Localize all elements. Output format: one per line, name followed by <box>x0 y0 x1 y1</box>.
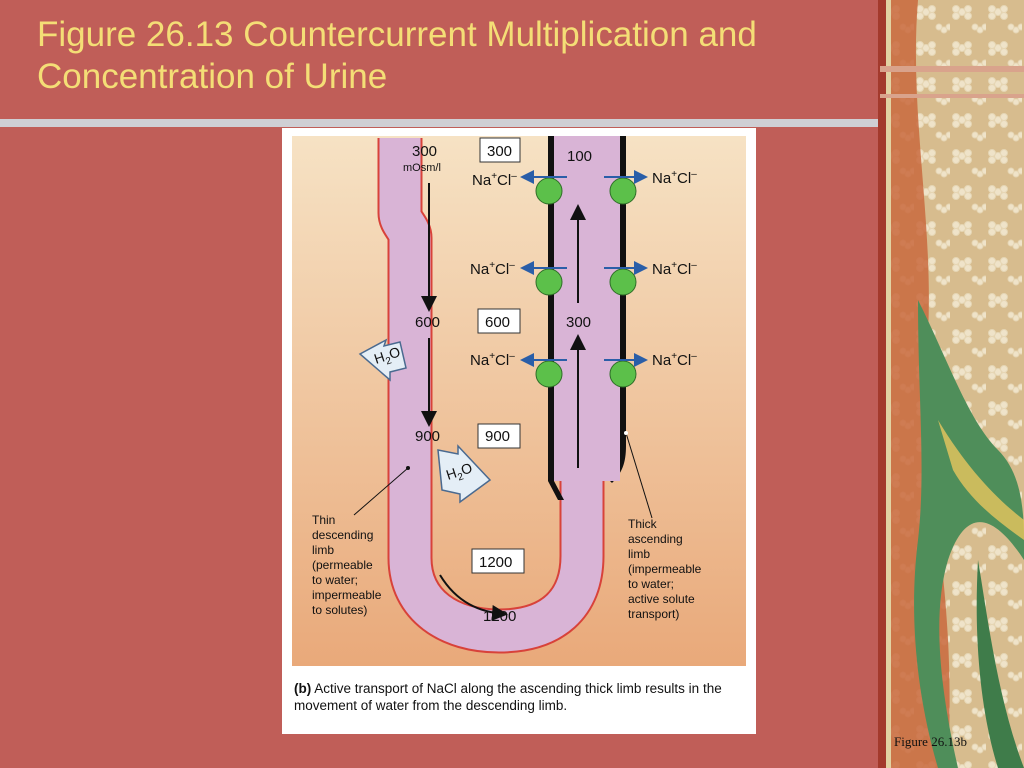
na-text: Na <box>472 172 492 189</box>
na-charge: + <box>671 351 677 362</box>
cl-text: Cl <box>495 261 509 278</box>
nacl-label: Na+Cl– <box>652 351 697 369</box>
na-charge: + <box>489 351 495 362</box>
water-sub: 2 <box>384 355 393 367</box>
nacl-pump <box>535 360 563 388</box>
water-o: O <box>459 459 474 478</box>
cl-text: Cl <box>677 352 691 369</box>
title-divider <box>0 119 1024 127</box>
value-asc-top: 100 <box>567 148 592 165</box>
box-bottom-frame <box>471 548 525 574</box>
value-asc-mid: 300 <box>566 314 591 331</box>
leader-dot <box>406 466 410 470</box>
figure-frame: Na+Cl– Na+Cl– Na+Cl– Na+Cl– Na+Cl– Na+Cl… <box>282 128 756 734</box>
caption-part: (b) <box>294 681 312 696</box>
cl-charge: – <box>509 351 515 362</box>
bottom-flow-arrow <box>439 574 508 621</box>
svg-text:H2O: H2O <box>444 459 476 486</box>
thick-wall-left <box>548 136 554 481</box>
water-h: H <box>372 349 387 367</box>
label-thick-ascending: Thick ascending limb (impermeable to wat… <box>628 517 705 621</box>
na-charge: + <box>491 171 497 182</box>
nacl-pump <box>609 177 637 205</box>
svg-text:Na+Cl–: Na+Cl– <box>472 171 517 189</box>
nacl-label: Na+Cl– <box>652 260 697 278</box>
cl-charge: – <box>691 351 697 362</box>
leader-thin-descending <box>353 467 409 516</box>
side-rule-top <box>880 66 1024 72</box>
loop-of-henle-diagram: Na+Cl– Na+Cl– Na+Cl– Na+Cl– Na+Cl– Na+Cl… <box>292 136 746 666</box>
nacl-pump <box>609 268 637 296</box>
value-desc-top: 300 <box>412 143 437 160</box>
box-mid: 600 <box>485 314 510 331</box>
water-sub: 2 <box>456 471 465 483</box>
decorative-border <box>878 0 1024 768</box>
label-thin-descending: Thin descending limb (permeable to water… <box>312 513 385 617</box>
svg-text:Na+Cl–: Na+Cl– <box>470 260 515 278</box>
nacl-label: Na+Cl– <box>472 171 517 189</box>
na-text: Na <box>470 261 490 278</box>
slide-title: Figure 26.13 Countercurrent Multiplicati… <box>37 15 757 96</box>
nacl-pump <box>535 177 563 205</box>
figure-caption: (b) Active transport of NaCl along the a… <box>294 680 744 714</box>
box-low: 900 <box>485 428 510 445</box>
water-h: H <box>444 465 459 483</box>
svg-text:Na+Cl–: Na+Cl– <box>652 351 697 369</box>
na-text: Na <box>652 261 672 278</box>
value-desc-mid: 600 <box>415 314 440 331</box>
svg-text:H2O: H2O <box>372 343 404 370</box>
interstitium-background <box>292 136 746 666</box>
water-arrow-lower: H2O <box>437 444 492 504</box>
na-charge: + <box>671 260 677 271</box>
cl-charge: – <box>509 260 515 271</box>
water-o: O <box>387 343 402 362</box>
na-text: Na <box>470 352 490 369</box>
side-rule-mid <box>880 94 1024 98</box>
na-charge: + <box>489 260 495 271</box>
box-low-frame <box>477 423 521 449</box>
box-top-frame <box>479 137 521 163</box>
figure-reference: Figure 26.13b <box>894 734 967 749</box>
svg-text:Na+Cl–: Na+Cl– <box>652 260 697 278</box>
nacl-label: Na+Cl– <box>470 351 515 369</box>
caption-text: Active transport of NaCl along the ascen… <box>294 681 722 713</box>
cl-text: Cl <box>677 261 691 278</box>
cl-charge: – <box>511 171 517 182</box>
leader-thick-ascending <box>625 432 653 519</box>
svg-text:Na+Cl–: Na+Cl– <box>652 169 697 187</box>
box-bottom: 1200 <box>479 554 512 571</box>
thick-wall-left-taper <box>548 481 564 500</box>
na-text: Na <box>652 170 672 187</box>
cl-charge: – <box>691 260 697 271</box>
cl-text: Cl <box>497 172 511 189</box>
leader-dot <box>624 431 628 435</box>
nacl-label: Na+Cl– <box>652 169 697 187</box>
water-arrow-upper: H2O <box>358 338 407 382</box>
box-mid-frame <box>477 308 521 334</box>
ascending-lumen <box>554 136 620 481</box>
nacl-label: Na+Cl– <box>470 260 515 278</box>
cl-text: Cl <box>677 170 691 187</box>
box-top: 300 <box>487 143 512 160</box>
na-text: Na <box>652 352 672 369</box>
cl-text: Cl <box>495 352 509 369</box>
value-bottom: 1200 <box>483 608 516 625</box>
svg-text:Na+Cl–: Na+Cl– <box>470 351 515 369</box>
cl-charge: – <box>691 169 697 180</box>
value-desc-low: 900 <box>415 428 440 445</box>
nacl-pump <box>609 360 637 388</box>
nacl-pump <box>535 268 563 296</box>
na-charge: + <box>671 169 677 180</box>
value-desc-top-unit: mOsm/l <box>403 162 441 174</box>
